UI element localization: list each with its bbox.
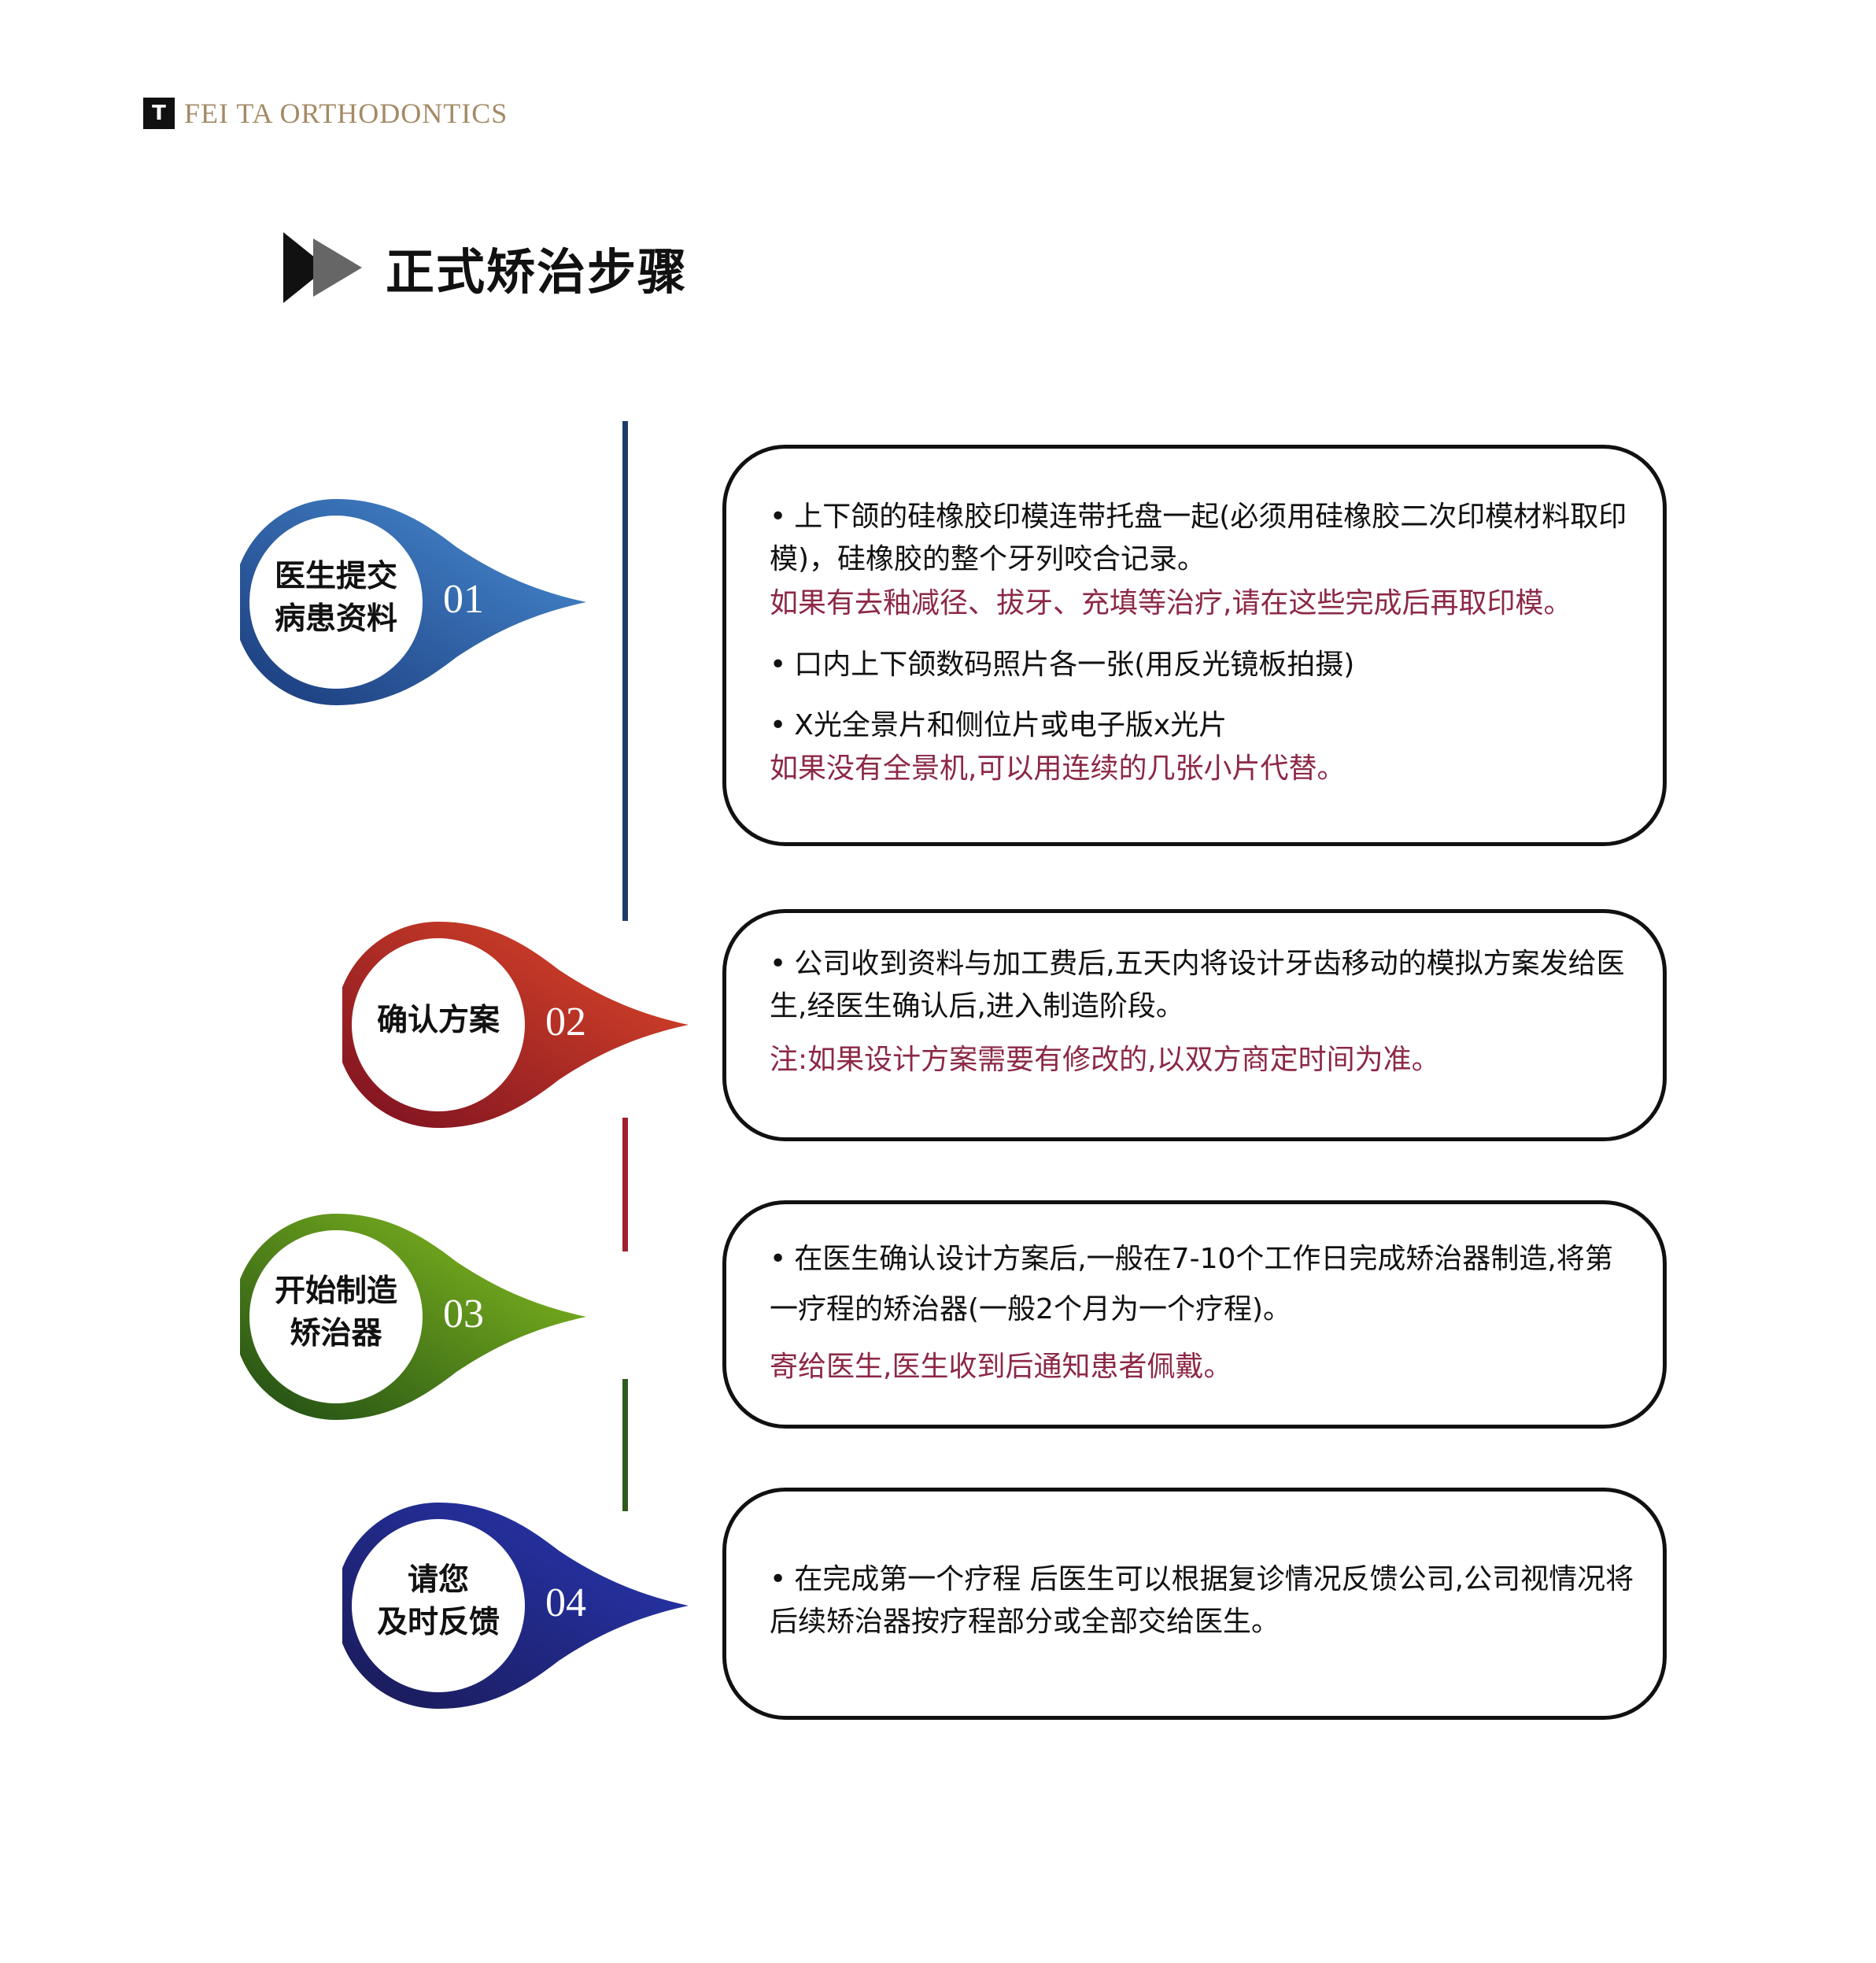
step-label-4: 请您 及时反馈 xyxy=(376,1562,500,1640)
step-marker-2: 确认方案 02 xyxy=(342,911,689,1139)
card-note: 如果有去釉减径、拔牙、充填等治疗,请在这些完成后再取印模。 xyxy=(770,587,1572,619)
card-item: 在完成第一个疗程 后医生可以根据复诊情况反馈公司,公司视情况将后续矫治器按疗程部… xyxy=(770,1558,1639,1643)
step-marker-1: 医生提交 病患资料 01 xyxy=(240,488,586,716)
step-marker-4: 请您 及时反馈 04 xyxy=(342,1492,689,1720)
card-item: 公司收到资料与加工费后,五天内将设计牙齿移动的模拟方案发给医生,经医生确认后,进… xyxy=(770,943,1639,1028)
brand-logo-icon: T xyxy=(143,98,175,129)
step-label-2: 确认方案 xyxy=(376,1003,500,1038)
step-label-1: 医生提交 病患资料 xyxy=(274,559,397,637)
title-area: 正式矫治步骤 xyxy=(283,228,688,307)
step-number-4: 04 xyxy=(545,1580,586,1625)
card-item: 口内上下颌数码照片各一张(用反光镜板拍摄) xyxy=(770,644,1639,686)
card-note: 如果没有全景机,可以用连续的几张小片代替。 xyxy=(770,752,1346,785)
timeline-segment-2 xyxy=(622,1118,628,1251)
step-number-1: 01 xyxy=(443,577,484,622)
page-title: 正式矫治步骤 xyxy=(386,243,689,301)
step-number-3: 03 xyxy=(443,1292,484,1336)
step-card-4: 在完成第一个疗程 后医生可以根据复诊情况反馈公司,公司视情况将后续矫治器按疗程部… xyxy=(722,1488,1667,1720)
brand-name: FEI TA ORTHODONTICS xyxy=(184,98,508,129)
step-marker-3: 开始制造 矫治器 03 xyxy=(240,1203,586,1431)
timeline-segment-3 xyxy=(622,1379,628,1511)
step-number-2: 02 xyxy=(545,1000,586,1044)
timeline-segment-1 xyxy=(622,421,628,921)
card-item: 上下颌的硅橡胶印模连带托盘一起(必须用硅橡胶二次印模材料取印模)，硅橡胶的整个牙… xyxy=(770,496,1639,581)
card-item: X光全景片和侧位片或电子版x光片 xyxy=(770,704,1639,747)
step-label-3: 开始制造 矫治器 xyxy=(274,1274,397,1351)
card-note: 注:如果设计方案需要有修改的,以双方商定时间为准。 xyxy=(770,1044,1440,1076)
brand: T FEI TA ORTHODONTICS xyxy=(143,96,508,131)
step-card-1: 上下颌的硅橡胶印模连带托盘一起(必须用硅橡胶二次印模材料取印模)，硅橡胶的整个牙… xyxy=(722,445,1667,846)
card-note: 寄给医生,医生收到后通知患者佩戴。 xyxy=(770,1351,1232,1383)
step-card-3: 在医生确认设计方案后,一般在7-10个工作日完成矫治器制造,将第一疗程的矫治器(… xyxy=(722,1200,1667,1429)
card-item: 在医生确认设计方案后,一般在7-10个工作日完成矫治器制造,将第一疗程的矫治器(… xyxy=(770,1234,1639,1335)
step-card-2: 公司收到资料与加工费后,五天内将设计牙齿移动的模拟方案发给医生,经医生确认后,进… xyxy=(722,909,1667,1141)
double-play-arrow-icon xyxy=(283,232,362,303)
